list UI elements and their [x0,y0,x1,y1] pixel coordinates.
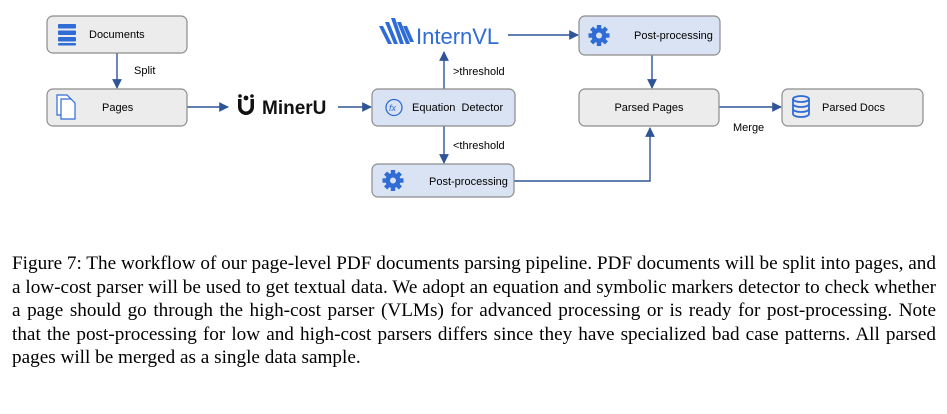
minerU-text: MinerU [262,98,326,119]
documents-label: Documents [89,29,145,41]
svg-text:fx: fx [389,103,397,113]
node-equation-detector: fx Equation Detector [371,88,516,127]
node-parsed-pages: Parsed Pages [578,88,720,127]
node-documents: Documents [46,15,188,54]
label-below-threshold: <threshold [453,140,505,152]
pipeline-diagram: Split >threshold <threshold Merge Docume… [46,15,924,198]
stack-icon [58,24,76,46]
parsed-docs-label: Parsed Docs [822,102,885,114]
internvl-logo: InternVL [379,18,499,49]
internvl-text: InternVL [416,24,499,49]
node-parsed-docs: Parsed Docs [781,88,924,127]
pages-icon [56,94,76,120]
post-processing-high-label: Post-processing [634,30,713,42]
pages-label: Pages [102,102,134,114]
edges [112,30,782,182]
minerU-logo: MinerU [238,94,326,119]
figure-caption: Figure 7: The workflow of our page-level… [12,253,936,368]
node-pages: Pages [46,88,188,127]
node-post-processing-low: Post-processing [371,163,515,198]
label-split: Split [134,65,155,77]
gear-icon [382,170,404,191]
node-post-processing-high: Post-processing [578,15,721,56]
parsed-pages-label: Parsed Pages [614,102,684,114]
gear-icon [588,25,610,46]
edge-postproc-low-parsedpages [514,127,655,182]
label-above-threshold: >threshold [453,66,505,78]
label-merge: Merge [733,122,764,134]
equation-detector-label: Equation Detector [412,102,503,114]
post-processing-low-label: Post-processing [429,176,508,188]
internvl-mark [379,18,414,44]
fx-icon: fx [385,98,403,117]
database-icon [792,95,810,118]
